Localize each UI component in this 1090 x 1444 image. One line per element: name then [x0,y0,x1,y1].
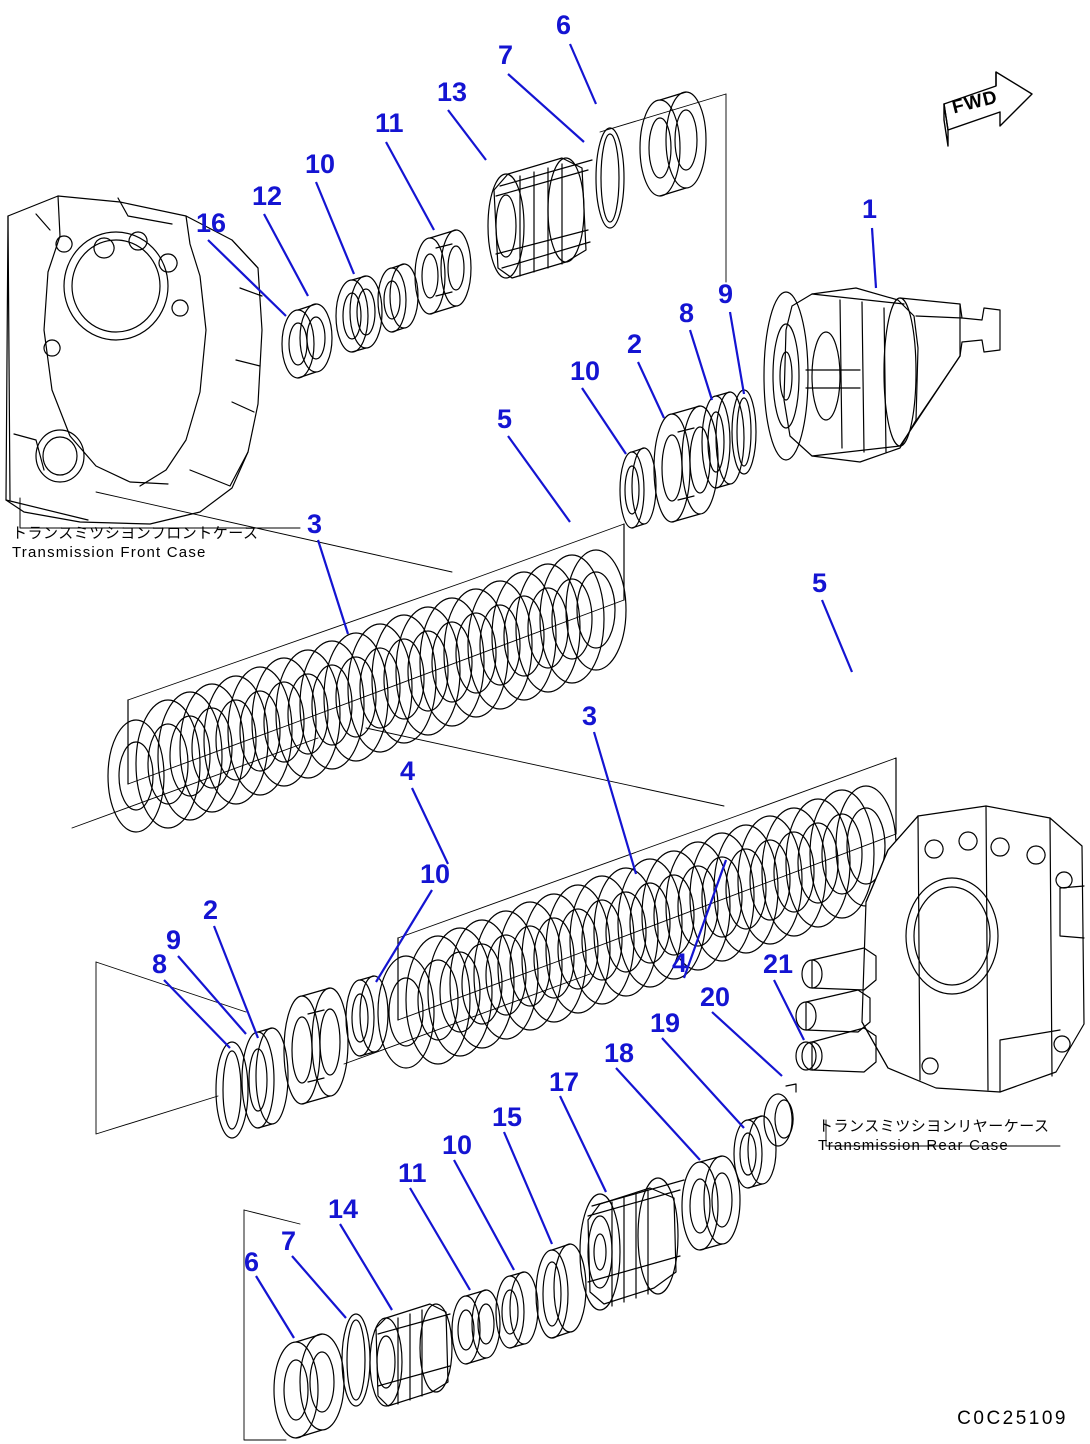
callout-number-4: 4 [400,756,416,786]
part-12-art [335,275,383,353]
part-13-art [487,157,593,279]
fwd-arrow-icon [943,71,1033,147]
part-10-lower-left-art [345,975,389,1057]
callout-number-7: 7 [498,40,514,70]
part-10-bottom-art [495,1271,539,1349]
callout-number-14: 14 [328,1194,359,1224]
callout-number-10: 10 [420,859,451,889]
callout-number-12: 12 [252,181,283,211]
part-21-art [795,1041,817,1071]
callout-number-15: 15 [492,1102,523,1132]
callout-number-7: 7 [281,1226,297,1256]
part-18-art [681,1155,741,1251]
callout-number-3: 3 [307,509,323,539]
part-7-bottom-art [341,1313,371,1407]
part-11-bottom-art [451,1289,501,1365]
callout-number-1: 1 [862,194,878,224]
caption-transmission-front-case: トランスミツシヨンフロントケース Transmission Front Case [12,525,259,563]
caption-front-case-jp: トランスミツシヨンフロントケース [12,525,259,542]
caption-rear-case-jp: トランスミツシヨンリヤーケース [818,1118,1050,1135]
callout-leaders [163,43,878,1339]
callout-number-6: 6 [244,1247,260,1277]
part-17-art [579,1177,685,1311]
callout-number-13: 13 [437,77,468,107]
callout-number-11: 11 [398,1158,427,1188]
part-9-lower-art [241,1027,289,1129]
callout-number-18: 18 [604,1038,635,1068]
callout-number-9: 9 [166,925,182,955]
part-10-top-art [377,263,419,333]
part-16-art [281,303,333,379]
clutch-pack-upper-art [71,491,627,833]
callout-number-17: 17 [549,1067,580,1097]
transmission-rear-case-art [795,805,1085,1093]
caption-rear-case-en: Transmission Rear Case [818,1136,1009,1154]
drawing-number: C0C25109 [957,1408,1068,1429]
part-20-art [763,1083,797,1147]
callout-number-20: 20 [700,982,731,1012]
part-2-upper-art [653,405,719,523]
part-15-art [535,1243,587,1339]
caption-transmission-rear-case: トランスミツシヨンリヤーケース Transmission Rear Case [818,1118,1049,1156]
callout-number-5: 5 [497,404,513,434]
part-1-art [763,287,1001,463]
clutch-pack-lower-art [343,727,897,1069]
part-6-bottom-art [273,1333,345,1439]
callout-number-2: 2 [203,895,219,925]
part-2-lower-art [283,987,349,1105]
callout-number-10: 10 [305,149,336,179]
callout-number-9: 9 [718,279,734,309]
callout-number-21: 21 [763,949,794,979]
callout-number-11: 11 [375,108,404,138]
part-10-upper-art [619,447,657,529]
part-11-top-art [414,229,472,315]
part-8-upper-art [701,391,745,489]
part-14-art [369,1303,453,1407]
callout-number-8: 8 [679,298,695,328]
callout-number-6: 6 [556,10,572,40]
callout-number-8: 8 [152,949,168,979]
callout-number-5: 5 [812,568,828,598]
part-7-top-art [595,127,625,229]
part-6-top-art [639,91,707,197]
callout-number-10: 10 [570,356,601,386]
part-8-lower-art [215,1041,249,1139]
caption-front-case-en: Transmission Front Case [12,543,207,561]
callout-number-2: 2 [627,329,643,359]
part-19-art [733,1115,777,1189]
callout-number-4: 4 [672,948,688,978]
callout-number-10: 10 [442,1130,473,1160]
callout-number-16: 16 [196,208,227,238]
transmission-front-case-art [5,195,263,525]
callout-number-19: 19 [650,1008,681,1038]
callout-number-3: 3 [582,701,598,731]
